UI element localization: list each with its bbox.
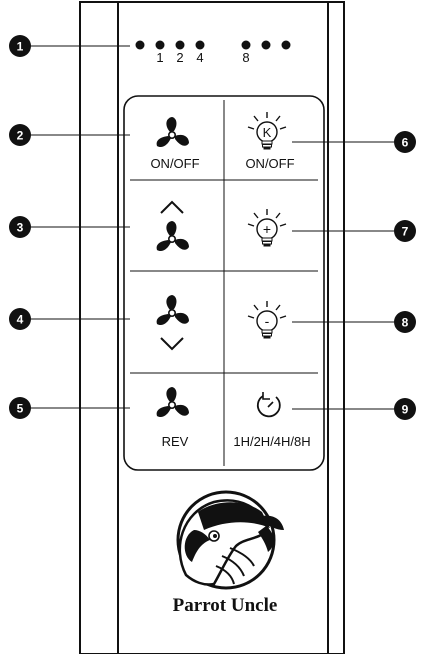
fan-power-button[interactable]: ON/OFF	[150, 116, 200, 171]
callout-5: 5	[9, 397, 130, 419]
callout-1: 1	[9, 35, 130, 57]
indicator-label-2: 2	[176, 50, 183, 65]
callout-number: 4	[17, 313, 24, 327]
indicator-label-1: 1	[156, 50, 163, 65]
brand-name: Parrot Uncle	[173, 595, 278, 616]
callout-number: 5	[17, 402, 24, 416]
fan-speed-up-button[interactable]	[155, 200, 190, 252]
light-power-label: ON/OFF	[245, 156, 294, 171]
timer-label: 1H/2H/4H/8H	[233, 434, 310, 449]
callout-2: 2	[9, 124, 130, 146]
indicator-label-4: 4	[196, 50, 203, 65]
parrot-logo	[176, 490, 284, 590]
callout-7: 7	[292, 220, 416, 242]
indicator-dot	[155, 40, 165, 50]
fan-power-label: ON/OFF	[150, 156, 199, 171]
callout-number: 8	[402, 316, 409, 330]
indicator-lights: 1 2 4 8	[135, 40, 291, 65]
callout-number: 6	[402, 136, 409, 150]
chevron-up-icon	[160, 200, 184, 214]
fan-speed-down-button[interactable]	[155, 294, 190, 351]
reverse-label: REV	[162, 434, 189, 449]
indicator-dot	[261, 40, 271, 50]
callout-3: 3	[9, 216, 130, 238]
callout-9: 9	[292, 398, 416, 420]
chevron-down-icon	[160, 337, 184, 351]
callout-6: 6	[292, 131, 416, 153]
indicator-dot	[135, 40, 145, 50]
light-brighter-button[interactable]: +	[247, 208, 287, 248]
callout-8: 8	[292, 311, 416, 333]
fan-reverse-button[interactable]: REV	[155, 386, 190, 449]
callout-4: 4	[9, 308, 130, 330]
light-glyph-k: K	[263, 125, 272, 140]
light-glyph-minus: -	[265, 313, 270, 329]
indicator-dot	[281, 40, 291, 50]
timer-icon	[256, 392, 281, 418]
callout-number: 3	[17, 221, 24, 235]
callout-number: 7	[402, 225, 409, 239]
light-dimmer-button[interactable]: -	[247, 300, 287, 340]
light-power-button[interactable]: K ON/OFF	[245, 111, 295, 171]
callout-number: 1	[17, 40, 24, 54]
callout-number: 9	[402, 403, 409, 417]
indicator-dot	[175, 40, 185, 50]
indicator-dot	[195, 40, 205, 50]
light-glyph-plus: +	[263, 221, 271, 237]
indicator-label-8: 8	[242, 50, 249, 65]
indicator-dot	[241, 40, 251, 50]
timer-button[interactable]: 1H/2H/4H/8H	[233, 392, 311, 449]
callout-number: 2	[17, 129, 24, 143]
